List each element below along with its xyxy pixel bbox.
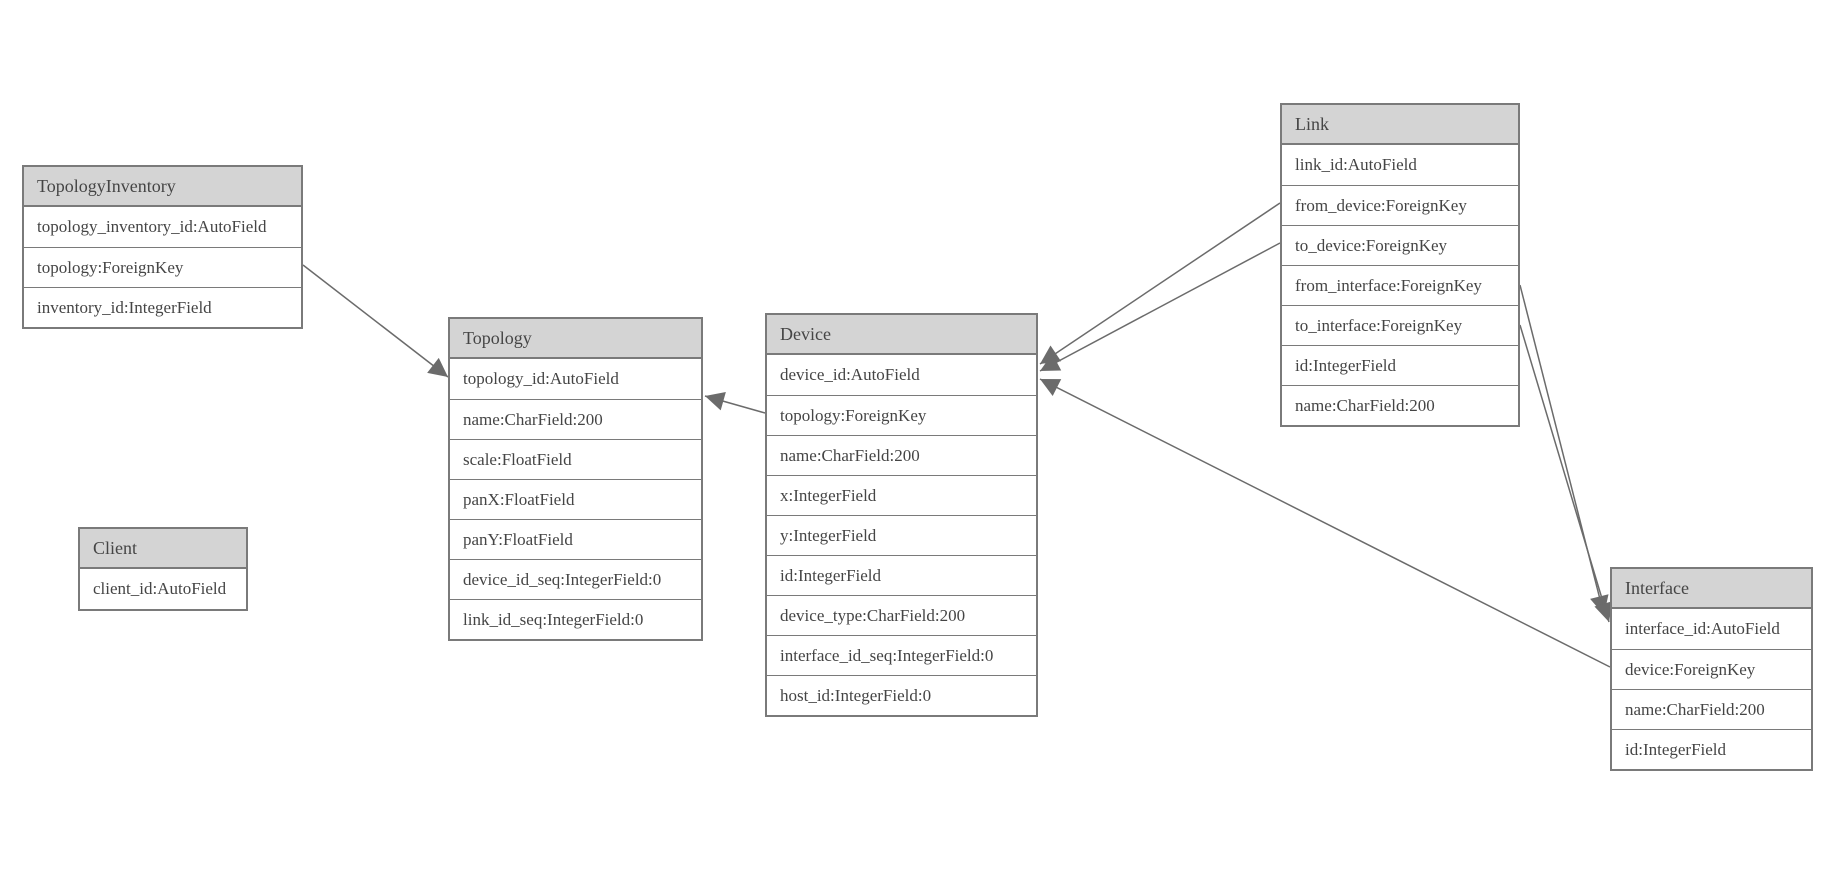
field-row: link_id_seq:IntegerField:0 [450,599,701,639]
field-row: topology_inventory_id:AutoField [37,217,267,236]
entity-title-interface: Interface [1612,569,1811,609]
field-row: interface_id_seq:IntegerField:0 [767,635,1036,675]
relationship-link-to-device [1039,242,1281,372]
entity-title-topology: Topology [450,319,701,359]
relationship-device-topology [704,392,766,414]
entity-table-topologyinventory: TopologyInventory topology_inventory_id:A… [22,165,303,329]
field-row: scale:FloatField [450,439,701,479]
relationship-interface-device [1039,378,1611,668]
entity-title-topologyinventory: TopologyInventory [24,167,301,207]
entity-table-client: Client client_id:AutoField [78,527,248,611]
field-row: x:IntegerField [767,475,1036,515]
field-row: y:IntegerField [767,515,1036,555]
field-row: id:IntegerField [1282,345,1518,385]
field-row: id:IntegerField [1612,729,1811,769]
field-row: device_type:CharField:200 [767,595,1036,635]
entity-title-device: Device [767,315,1036,355]
field-row: device_id:AutoField [780,365,920,384]
entity-title-client: Client [80,529,246,569]
field-row: client_id:AutoField [93,579,227,598]
field-row: from_device:ForeignKey [1282,185,1518,225]
field-row: id:IntegerField [767,555,1036,595]
field-row: topology:ForeignKey [24,247,301,287]
field-row: panY:FloatField [450,519,701,559]
field-row: name:CharField:200 [450,399,701,439]
entity-table-topology: Topology topology_id:AutoField name:CharFi… [448,317,703,641]
field-row: device_id_seq:IntegerField:0 [450,559,701,599]
field-row: topology_id:AutoField [463,369,619,388]
field-row: name:CharField:200 [1612,689,1811,729]
entity-table-device: Device device_id:AutoField topology:Foreig… [765,313,1038,717]
field-row: inventory_id:IntegerField [24,287,301,327]
field-row: to_device:ForeignKey [1282,225,1518,265]
field-row: device:ForeignKey [1612,649,1811,689]
field-row: from_interface:ForeignKey [1282,265,1518,305]
entity-table-link: Link link_id:AutoField from_device:Foreign… [1280,103,1520,427]
field-row: panX:FloatField [450,479,701,519]
entity-table-interface: Interface interface_id:AutoField device:Fo… [1610,567,1813,771]
field-row: link_id:AutoField [1295,155,1417,174]
relationship-link-to-interface [1519,324,1613,623]
field-row: topology:ForeignKey [767,395,1036,435]
entity-title-link: Link [1282,105,1518,145]
relationship-link-from-device [1039,202,1281,365]
field-row: host_id:IntegerField:0 [767,675,1036,715]
field-row: to_interface:ForeignKey [1282,305,1518,345]
relationship-topologyinventory-topology [302,264,449,378]
field-row: interface_id:AutoField [1625,619,1780,638]
field-row: name:CharField:200 [767,435,1036,475]
field-row: name:CharField:200 [1282,385,1518,425]
